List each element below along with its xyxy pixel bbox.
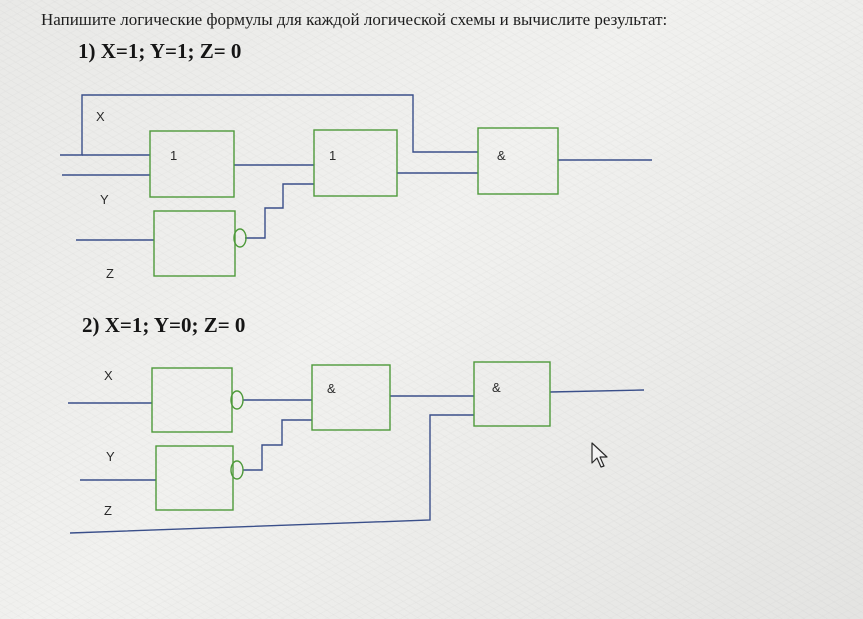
wire-not-out-1	[245, 183, 314, 239]
inversion-bubble-1	[233, 228, 247, 248]
gate-label-or-b: 1	[329, 148, 336, 163]
var-label-x-2: X	[104, 368, 113, 383]
var-label-x-1: X	[96, 109, 105, 124]
inversion-bubble-2b	[230, 460, 244, 480]
var-label-z-1: Z	[106, 266, 114, 281]
task2-title: 2) X=1; Y=0; Z= 0	[82, 313, 246, 337]
page-heading: Напишите логические формулы для каждой л…	[41, 10, 668, 29]
gate-and-a	[311, 364, 391, 431]
gate-not-a	[151, 367, 233, 433]
gate-label-and-final-2: &	[492, 380, 501, 395]
circuit-2: & & X Y Z	[68, 361, 645, 534]
var-label-y-2: Y	[106, 449, 115, 464]
circuit1-wires	[60, 94, 652, 241]
circuit2-gates	[151, 361, 551, 511]
gate-and-final-2	[473, 361, 551, 427]
circuit2-wires	[68, 389, 645, 534]
circuit1-gates	[149, 127, 559, 277]
gate-or-a	[149, 130, 235, 198]
wire-output-2	[549, 389, 645, 393]
gate-label-and-final-1: &	[497, 148, 506, 163]
gate-or-b	[313, 129, 398, 197]
var-label-z-2: Z	[104, 503, 112, 518]
gate-label-or-a: 1	[170, 148, 177, 163]
wire-not-b-out	[243, 419, 312, 471]
task1-title: 1) X=1; Y=1; Z= 0	[78, 39, 242, 63]
gate-label-and-a: &	[327, 381, 336, 396]
gate-not-1	[153, 210, 236, 277]
wire-x-1	[60, 94, 478, 156]
inversion-bubble-2a	[230, 390, 244, 410]
wire-z-2	[69, 414, 474, 534]
gate-and-final-1	[477, 127, 559, 195]
gate-not-b	[155, 445, 234, 511]
var-label-y-1: Y	[100, 192, 109, 207]
circuit-1: 1 1 & X Y Z	[60, 94, 652, 281]
mouse-cursor-icon	[591, 442, 608, 468]
